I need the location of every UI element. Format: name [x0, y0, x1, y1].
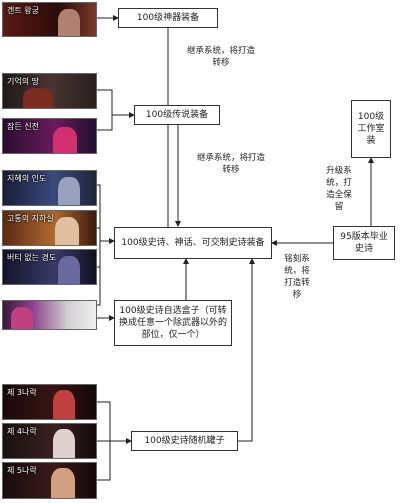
thumbnail-label: 제 3나락 [7, 388, 37, 397]
thumbnail-7 [2, 300, 97, 330]
thumbnail-1: 겐트 왕궁 [2, 2, 97, 37]
character-figure [58, 9, 80, 36]
thumbnail-8: 제 3나락 [2, 384, 97, 420]
thumbnail-3: 잠든 신전 [2, 118, 97, 154]
character-figure [23, 88, 53, 108]
character-figure [53, 429, 75, 458]
note-upgrade-system: 升级系 统，打 造全保 留 [318, 165, 360, 213]
note-inheritance-1: 继承系统，将打造 转移 [176, 45, 266, 69]
thumbnail-label: 고통의 지하실 [7, 214, 54, 223]
character-figure [53, 390, 75, 419]
thumbnail-label: 제 4나락 [7, 427, 37, 436]
character-figure [55, 217, 79, 245]
thumbnail-label: 제 5나락 [7, 466, 37, 475]
note-engrave-system: 铭刻系 统，将 打造转 移 [276, 253, 318, 301]
thumbnail-2: 기억의 땅 [2, 73, 97, 109]
character-figure [51, 468, 75, 498]
thumbnail-label: 잠든 신전 [7, 122, 39, 131]
box-weapon-equipment: 100级神器装备 [118, 8, 218, 28]
thumbnail-6: 버티 없는 경도 [2, 249, 97, 285]
thumbnail-label: 겐트 왕궁 [7, 6, 39, 15]
thumbnail-label: 기억의 땅 [7, 77, 39, 86]
box-workshop-equipment: 100级工作室装 [351, 100, 391, 158]
note-inheritance-2: 继承系统，将打造 转移 [186, 152, 276, 176]
box-legendary-equipment: 100级传说装备 [134, 105, 220, 125]
thumbnail-9: 제 4나락 [2, 423, 97, 459]
character-figure [11, 307, 33, 329]
character-figure [58, 256, 80, 284]
thumbnail-label: 지혜의 인도 [7, 174, 47, 183]
box-epic-equipment: 100级史诗、神话、可交制史诗装备 [114, 227, 272, 259]
character-figure [58, 177, 80, 205]
thumbnail-5: 고통의 지하실 [2, 210, 97, 246]
box-epic-selector: 100级史诗自选盒子（可转换成任意一个除武器以外的部位，仅一个） [114, 300, 232, 346]
thumbnail-label: 버티 없는 경도 [7, 253, 57, 262]
box-95-graduation-epic: 95版本毕业史诗 [333, 226, 395, 260]
thumbnail-4: 지혜의 인도 [2, 170, 97, 206]
character-figure [53, 127, 77, 153]
box-epic-random-jar: 100级史诗随机罐子 [131, 431, 238, 451]
thumbnail-10: 제 5나락 [2, 462, 97, 499]
